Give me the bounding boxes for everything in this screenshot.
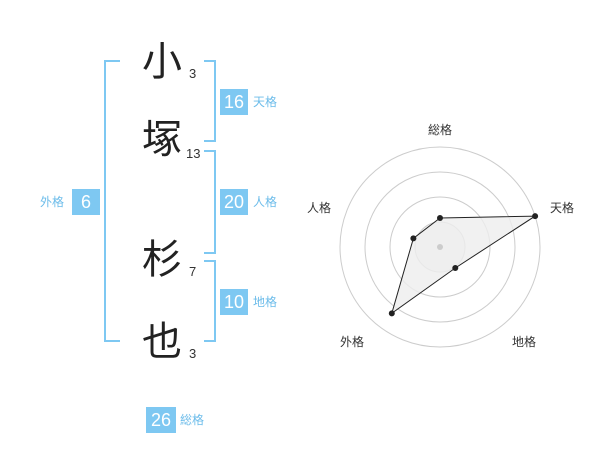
radar-label-soukaku: 総格 bbox=[428, 122, 452, 137]
jinkaku-label: 人格 bbox=[253, 195, 278, 209]
gaikaku-label: 外格 bbox=[40, 195, 65, 209]
radar-point-soukaku bbox=[437, 215, 443, 221]
tenkaku-value: 16 bbox=[220, 89, 248, 115]
radar-ring bbox=[389, 196, 491, 298]
tenkaku-bracket bbox=[204, 60, 216, 142]
gaikaku-bracket bbox=[104, 60, 120, 342]
radar-label-jinkaku: 人格 bbox=[307, 200, 331, 215]
radar-ring bbox=[364, 171, 516, 323]
chikaku-value: 10 bbox=[220, 289, 248, 315]
name-char-1: 小 bbox=[142, 39, 182, 85]
soukaku-value: 26 bbox=[146, 407, 176, 433]
jinkaku-bracket bbox=[204, 150, 216, 254]
stroke-count-1: 3 bbox=[189, 66, 197, 81]
fortune-radar-chart: 総格 天格 地格 外格 人格 bbox=[307, 122, 574, 349]
jinkaku-value: 20 bbox=[220, 189, 248, 215]
radar-point-chikaku bbox=[452, 265, 459, 272]
radar-polygon bbox=[390, 215, 537, 315]
radar-point-gaikaku bbox=[388, 310, 395, 317]
stroke-count-2: 13 bbox=[186, 146, 201, 161]
chikaku-label: 地格 bbox=[253, 295, 278, 309]
radar-center-dot bbox=[437, 244, 443, 250]
tenkaku-label: 天格 bbox=[253, 95, 278, 109]
radar-point-tenkaku bbox=[532, 213, 539, 220]
name-char-2: 塚 bbox=[142, 117, 182, 163]
radar-ring bbox=[339, 146, 541, 348]
chikaku-bracket bbox=[204, 260, 216, 342]
radar-label-gaikaku: 外格 bbox=[340, 334, 364, 349]
name-char-3: 杉 bbox=[142, 237, 182, 283]
radar-label-tenkaku: 天格 bbox=[550, 200, 574, 215]
radar-label-chikaku: 地格 bbox=[512, 334, 536, 349]
stroke-count-4: 3 bbox=[189, 346, 197, 361]
gaikaku-value: 6 bbox=[72, 189, 100, 215]
stroke-count-3: 7 bbox=[189, 264, 197, 279]
soukaku-label: 総格 bbox=[180, 413, 205, 427]
name-char-4: 也 bbox=[142, 319, 182, 365]
radar-point-jinkaku bbox=[410, 235, 417, 242]
